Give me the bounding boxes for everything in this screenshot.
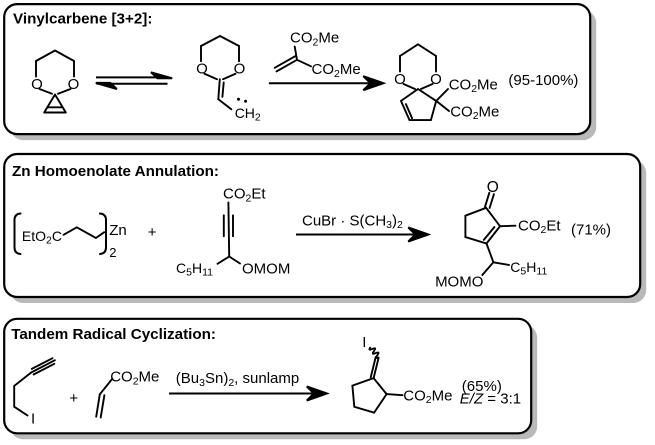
svg-text:O: O [394,71,406,88]
svg-text:O: O [430,71,442,88]
svg-text:O: O [196,61,208,78]
svg-text:O: O [234,61,246,78]
svg-text:CH2: CH2 [235,105,261,124]
svg-text:CO2Me: CO2Me [403,387,452,406]
svg-text:+: + [69,390,78,407]
svg-text:E/Z = 3:1: E/Z = 3:1 [460,390,521,407]
svg-text:Tandem Radical Cyclization:: Tandem Radical Cyclization: [11,326,216,343]
svg-text:+: + [148,224,157,241]
svg-text:CO2Me: CO2Me [290,30,339,49]
svg-text:Zn: Zn [109,222,127,239]
svg-text:CO2Me: CO2Me [312,61,361,80]
svg-text:CO2Et: CO2Et [518,217,561,236]
svg-text:I: I [31,411,35,428]
svg-text:Zn Homoenolate Annulation:: Zn Homoenolate Annulation: [12,163,219,180]
svg-text:CuBr · S(CH3)2: CuBr · S(CH3)2 [302,212,403,231]
svg-text:Vinylcarbene [3+2]:: Vinylcarbene [3+2]: [13,11,152,28]
svg-text:EtO2C: EtO2C [22,228,62,247]
svg-text:CO2Et: CO2Et [223,186,266,205]
svg-text:(Bu3Sn)2, sunlamp: (Bu3Sn)2, sunlamp [176,370,299,389]
svg-text:(65%): (65%) [462,378,502,395]
svg-text:O: O [31,76,43,93]
svg-text:I: I [362,334,366,351]
svg-text:(95-100%): (95-100%) [508,72,578,89]
svg-text:O: O [68,76,80,93]
svg-text:O: O [487,179,499,196]
svg-text:(71%): (71%) [571,221,611,238]
svg-text:CO2Me: CO2Me [450,103,499,122]
svg-text:MOMO: MOMO [435,273,483,290]
svg-text:CO2Me: CO2Me [449,76,498,95]
svg-text:CO2Me: CO2Me [110,369,159,388]
svg-text:OMOM: OMOM [242,260,290,277]
svg-text:2: 2 [109,245,116,260]
